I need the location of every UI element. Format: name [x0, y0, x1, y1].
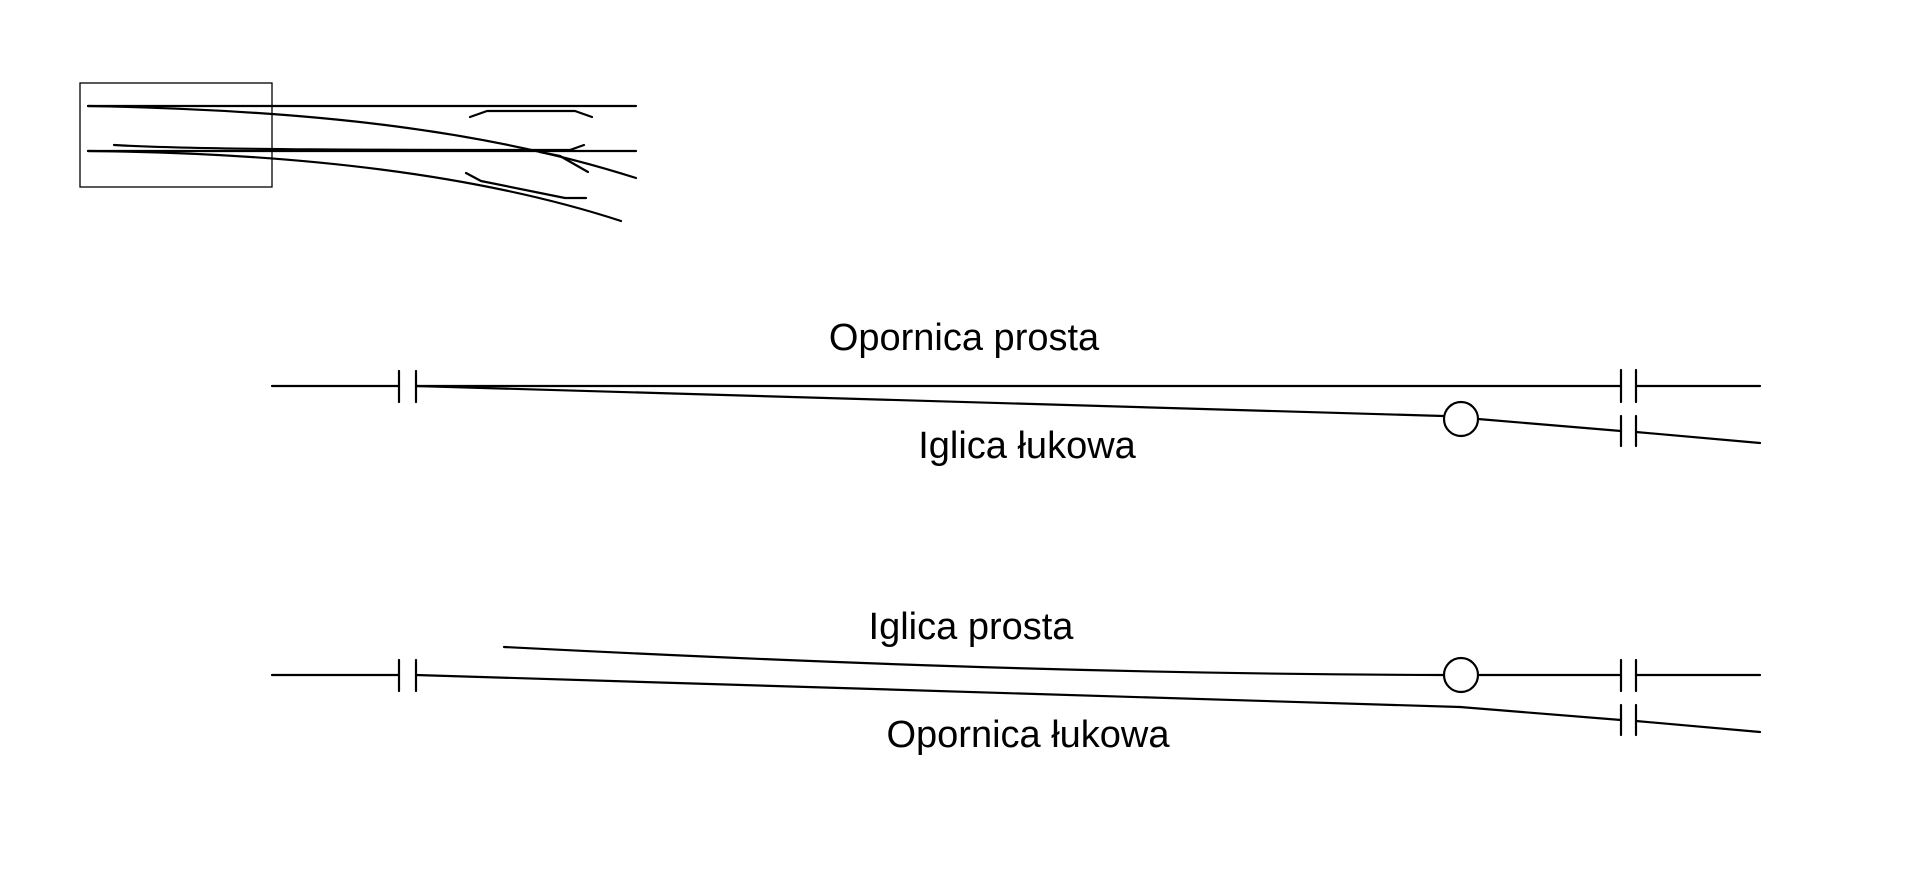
label-straight-stock-rail: Opornica prosta — [829, 317, 1100, 359]
switch-rail-curved-after-heel — [1476, 417, 1623, 433]
curved-rail-right-segment — [1634, 430, 1762, 445]
switch-rail-straight-heel-pivot — [1442, 656, 1480, 694]
label-straight-switch-rail: Iglica prosta — [869, 606, 1075, 648]
switch-rail-heel-pivot — [1442, 400, 1480, 438]
upper-rail-pair: Opornica prosta Iglica łukowa — [270, 317, 1762, 467]
stock-rail-curved-main — [414, 673, 1462, 709]
overview-curved-rail-upper — [86, 104, 638, 180]
curved-stock-rail-right-segment — [1634, 719, 1762, 734]
label-curved-stock-rail: Opornica łukowa — [886, 714, 1170, 756]
stock-rail-curved-diverging — [1458, 705, 1623, 722]
label-curved-switch-rail: Iglica łukowa — [918, 425, 1136, 467]
overview-guard-rail-lower — [464, 171, 588, 200]
detail-frame — [79, 82, 273, 188]
overview-switch-rail-straight — [112, 143, 586, 152]
turnout-overview-sketch — [79, 82, 638, 223]
overview-guard-rail-upper — [468, 109, 594, 119]
switch-rail-curved — [414, 384, 1445, 418]
overview-curved-rail-lower — [86, 149, 623, 223]
switch-rail-straight — [502, 645, 1445, 677]
lower-rail-pair: Iglica prosta Opornica łukowa — [270, 606, 1762, 756]
overview-frog-wing-right — [538, 150, 590, 174]
